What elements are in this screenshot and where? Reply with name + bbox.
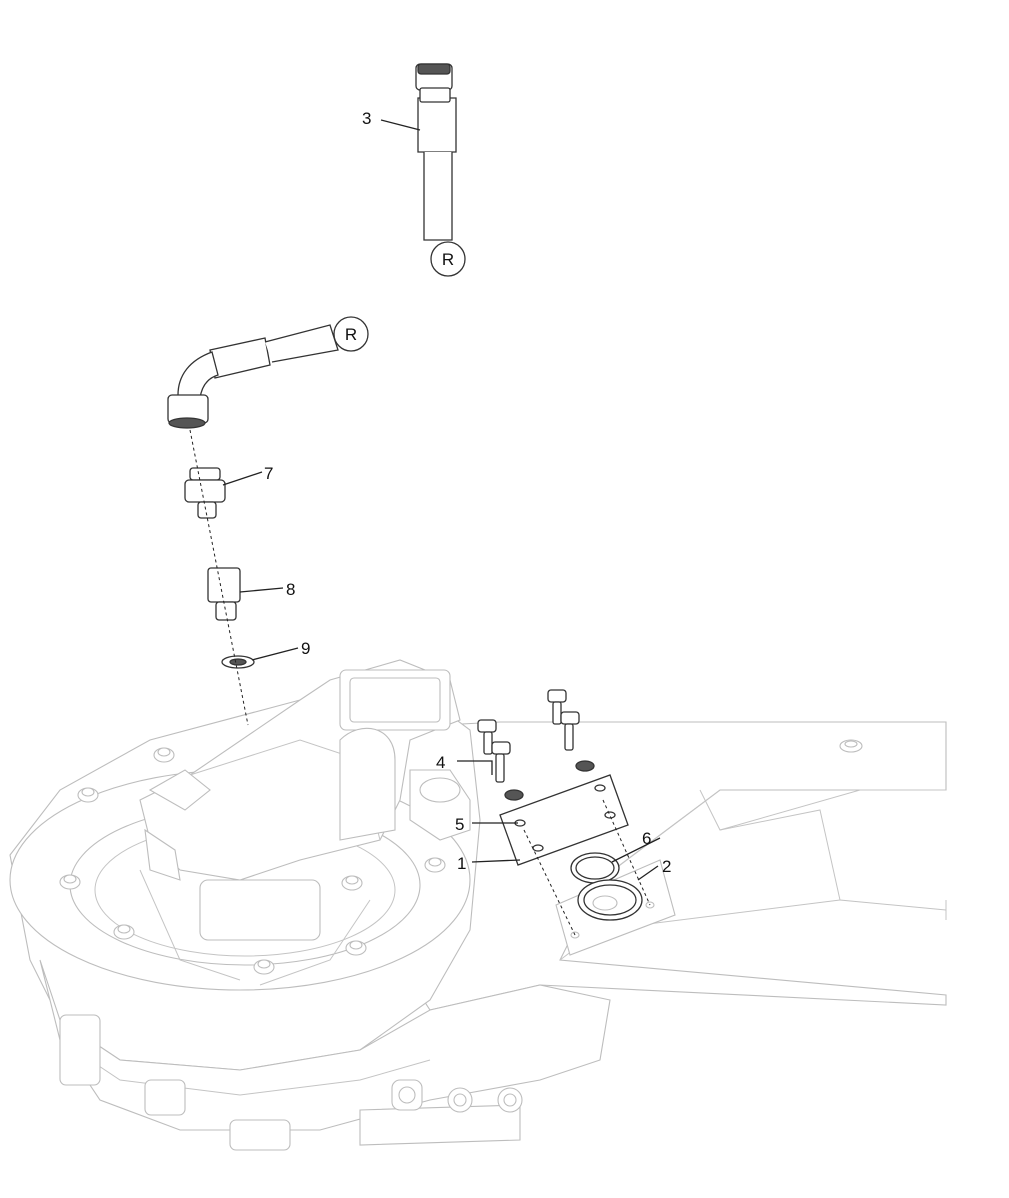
hose-upper bbox=[415, 63, 457, 241]
bolts-4 bbox=[477, 689, 580, 783]
leader-lines bbox=[222, 119, 661, 881]
hose-elbow bbox=[167, 324, 339, 429]
callout-9: 9 bbox=[301, 639, 310, 658]
o-ring-6 bbox=[570, 852, 620, 884]
reference-mark-lower-label: R bbox=[345, 325, 357, 344]
fitting-8 bbox=[207, 567, 241, 621]
reference-mark-lower: R bbox=[333, 316, 369, 352]
callout-1: 1 bbox=[457, 854, 466, 873]
assembly-axis-bolt-b bbox=[602, 799, 651, 906]
callout-2: 2 bbox=[662, 857, 671, 876]
washer-9 bbox=[221, 655, 255, 669]
callout-4: 4 bbox=[436, 753, 445, 772]
callout-7: 7 bbox=[264, 464, 273, 483]
callout-6: 6 bbox=[642, 829, 651, 848]
callout-5: 5 bbox=[455, 815, 464, 834]
reference-mark-upper: R bbox=[430, 241, 466, 277]
port-seal-2 bbox=[555, 859, 676, 956]
assembly-axis-main bbox=[189, 429, 249, 726]
callout-3: 3 bbox=[362, 109, 371, 128]
reference-mark-upper-label: R bbox=[442, 250, 454, 269]
callout-8: 8 bbox=[286, 580, 295, 599]
background-assembly bbox=[9, 659, 947, 1151]
assembly-axis-bolt-a bbox=[523, 829, 576, 936]
adapter-7 bbox=[184, 467, 226, 519]
callout-numbers: 3 7 8 9 4 5 1 6 2 bbox=[264, 109, 671, 876]
